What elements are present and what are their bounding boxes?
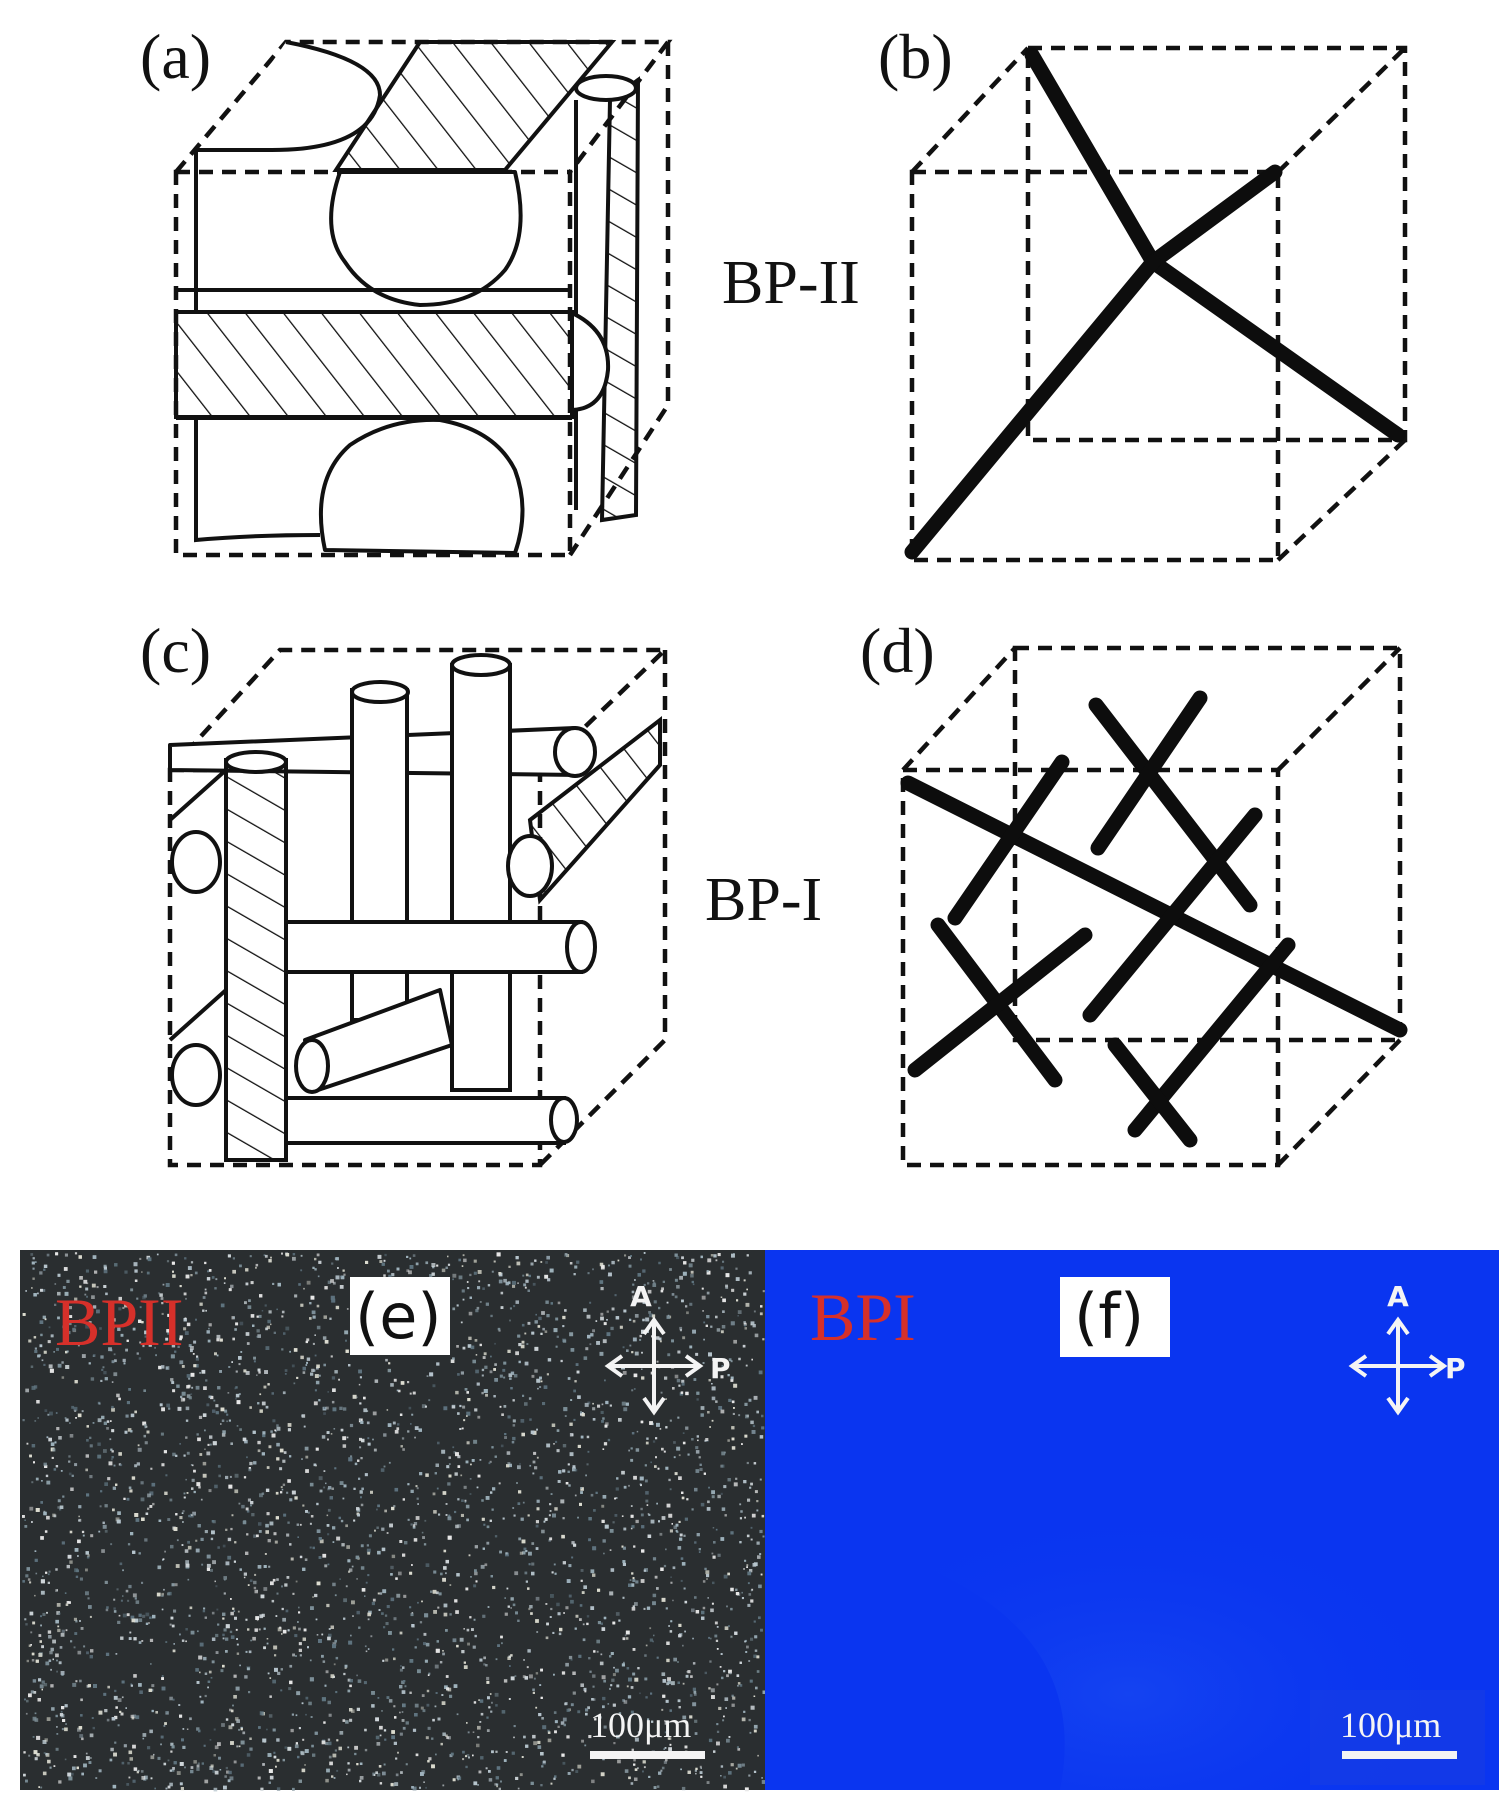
panel-b-bp2-disclination-model: (b) BP-II [722, 21, 1408, 563]
scale-bar-label-f: 100μm [1340, 1705, 1441, 1745]
panel-c-bp1-cylinder-model: (c) [140, 615, 671, 1168]
scale-bar-label-e: 100μm [590, 1705, 691, 1745]
panel-a-label: (a) [140, 21, 211, 92]
phase-label-bp1: BP-I [705, 866, 822, 934]
panel-a-bp2-cylinder-model: (a) [140, 21, 673, 558]
sample-label-bpii: BPII [55, 1284, 183, 1360]
scale-bar-f [1342, 1751, 1457, 1759]
scale-bar-e [590, 1751, 705, 1759]
polarizer-cross-icon-f: A P [1348, 1280, 1466, 1416]
disclination-network [900, 690, 1408, 1148]
polarizer-cross-icon-e: A P [604, 1280, 731, 1416]
bp2-platelet-texture [22, 1252, 766, 1792]
panel-b-label: (b) [878, 21, 953, 92]
panel-c-label: (c) [140, 615, 211, 686]
phase-label-bp2: BP-II [722, 249, 860, 317]
panel-f-bp1-micrograph: (f) BPI A P 100μm [765, 1250, 1499, 1790]
panel-e-label: (e) [355, 1280, 442, 1353]
sample-label-bpi: BPI [810, 1279, 916, 1355]
panel-e-bp2-micrograph: (e) BPII A P 100μm [20, 1250, 766, 1792]
panel-d-label: (d) [860, 615, 935, 686]
panel-d-bp1-disclination-model: (d) BP-I [705, 615, 1408, 1168]
panel-f-label: (f) [1074, 1280, 1144, 1353]
